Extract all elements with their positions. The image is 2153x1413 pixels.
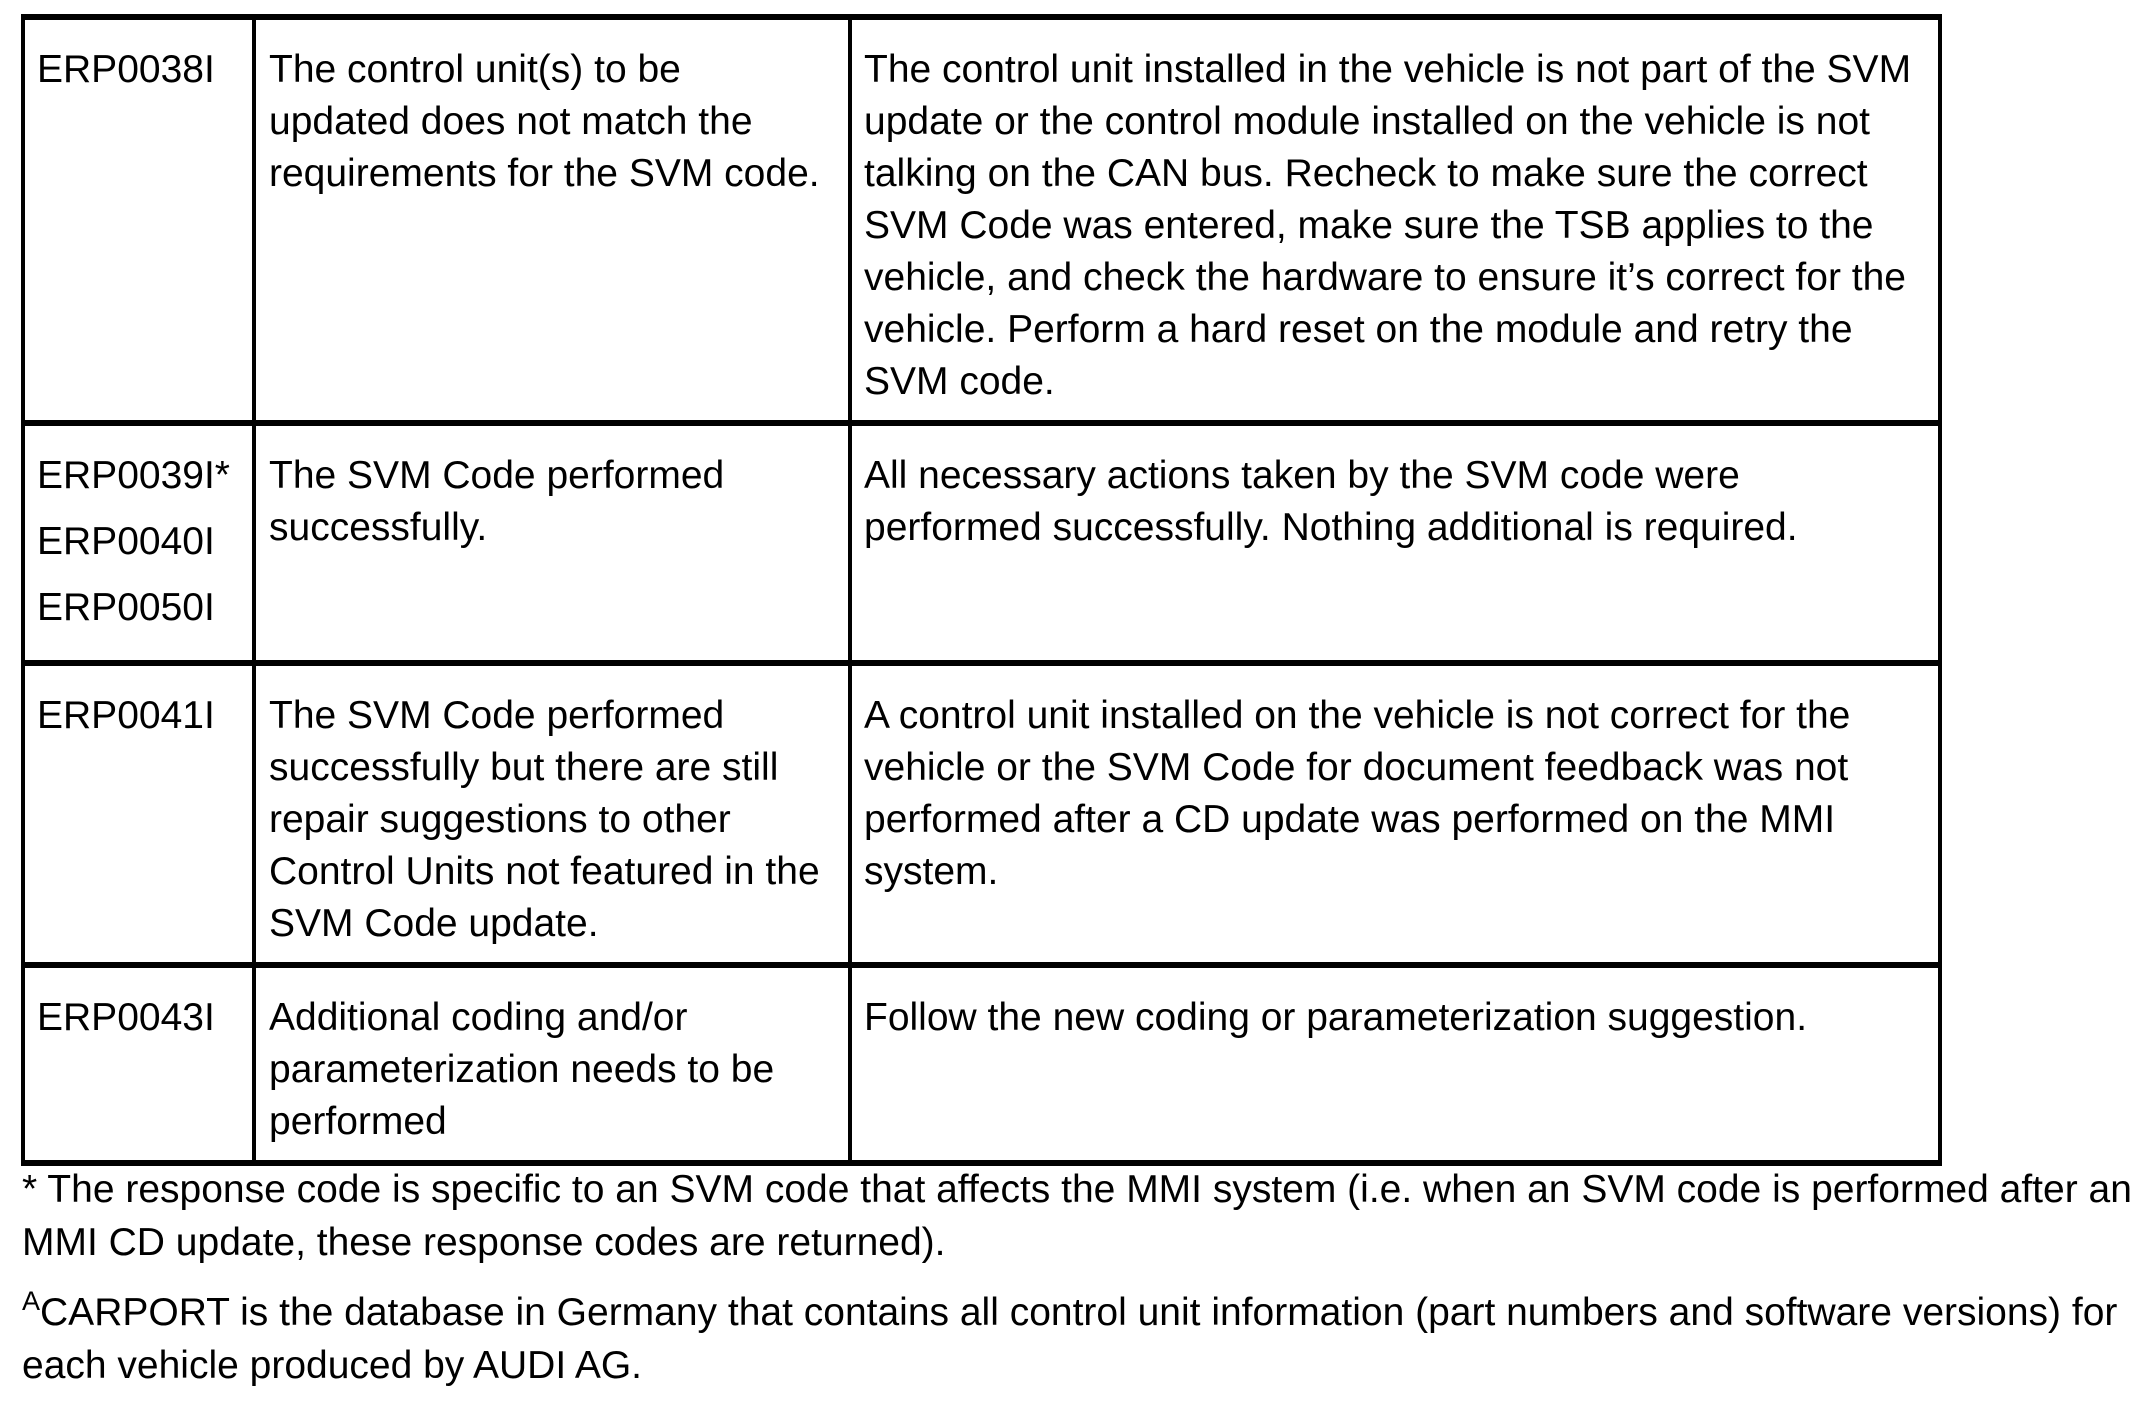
response-code: ERP0040I [37,520,215,563]
meaning-cell: Additional coding and/or parameterizatio… [252,962,852,1166]
description-cell: All necessary actions taken by the SVM c… [848,420,1942,666]
table-row: ERP0039I* ERP0040I ERP0050I The SVM Code… [21,420,1942,666]
footnotes-section: * The response code is specific to an SV… [22,1163,2134,1392]
response-code-cell: ERP0041I [21,660,256,968]
response-code: ERP0039I* [37,454,230,497]
footnote-carport-text: CARPORT is the database in Germany that … [22,1291,2118,1387]
meaning-cell: The SVM Code performed successfully. [252,420,852,666]
carport-superscript: A [22,1286,41,1316]
response-code: ERP0043I [37,996,215,1039]
table-row: ERP0038I The control unit(s) to be updat… [21,14,1942,426]
svm-response-code-table: ERP0038I The control unit(s) to be updat… [21,14,1942,1166]
table-row: ERP0043I Additional coding and/or parame… [21,962,1942,1166]
response-code: ERP0050I [37,586,215,629]
response-code-cell: ERP0039I* ERP0040I ERP0050I [21,420,256,666]
description-cell: A control unit installed on the vehicle … [848,660,1942,968]
meaning-cell: The control unit(s) to be updated does n… [252,14,852,426]
meaning-cell: The SVM Code performed successfully but … [252,660,852,968]
table-row: ERP0041I The SVM Code performed successf… [21,660,1942,968]
description-cell: The control unit installed in the vehicl… [848,14,1942,426]
response-code-cell: ERP0038I [21,14,256,426]
response-code: ERP0041I [37,694,215,737]
description-cell: Follow the new coding or parameterizatio… [848,962,1942,1166]
footnote-carport: ACARPORT is the database in Germany that… [22,1286,2134,1392]
footnote-asterisk: * The response code is specific to an SV… [22,1168,2132,1264]
response-code: ERP0038I [37,48,215,91]
response-code-cell: ERP0043I [21,962,256,1166]
